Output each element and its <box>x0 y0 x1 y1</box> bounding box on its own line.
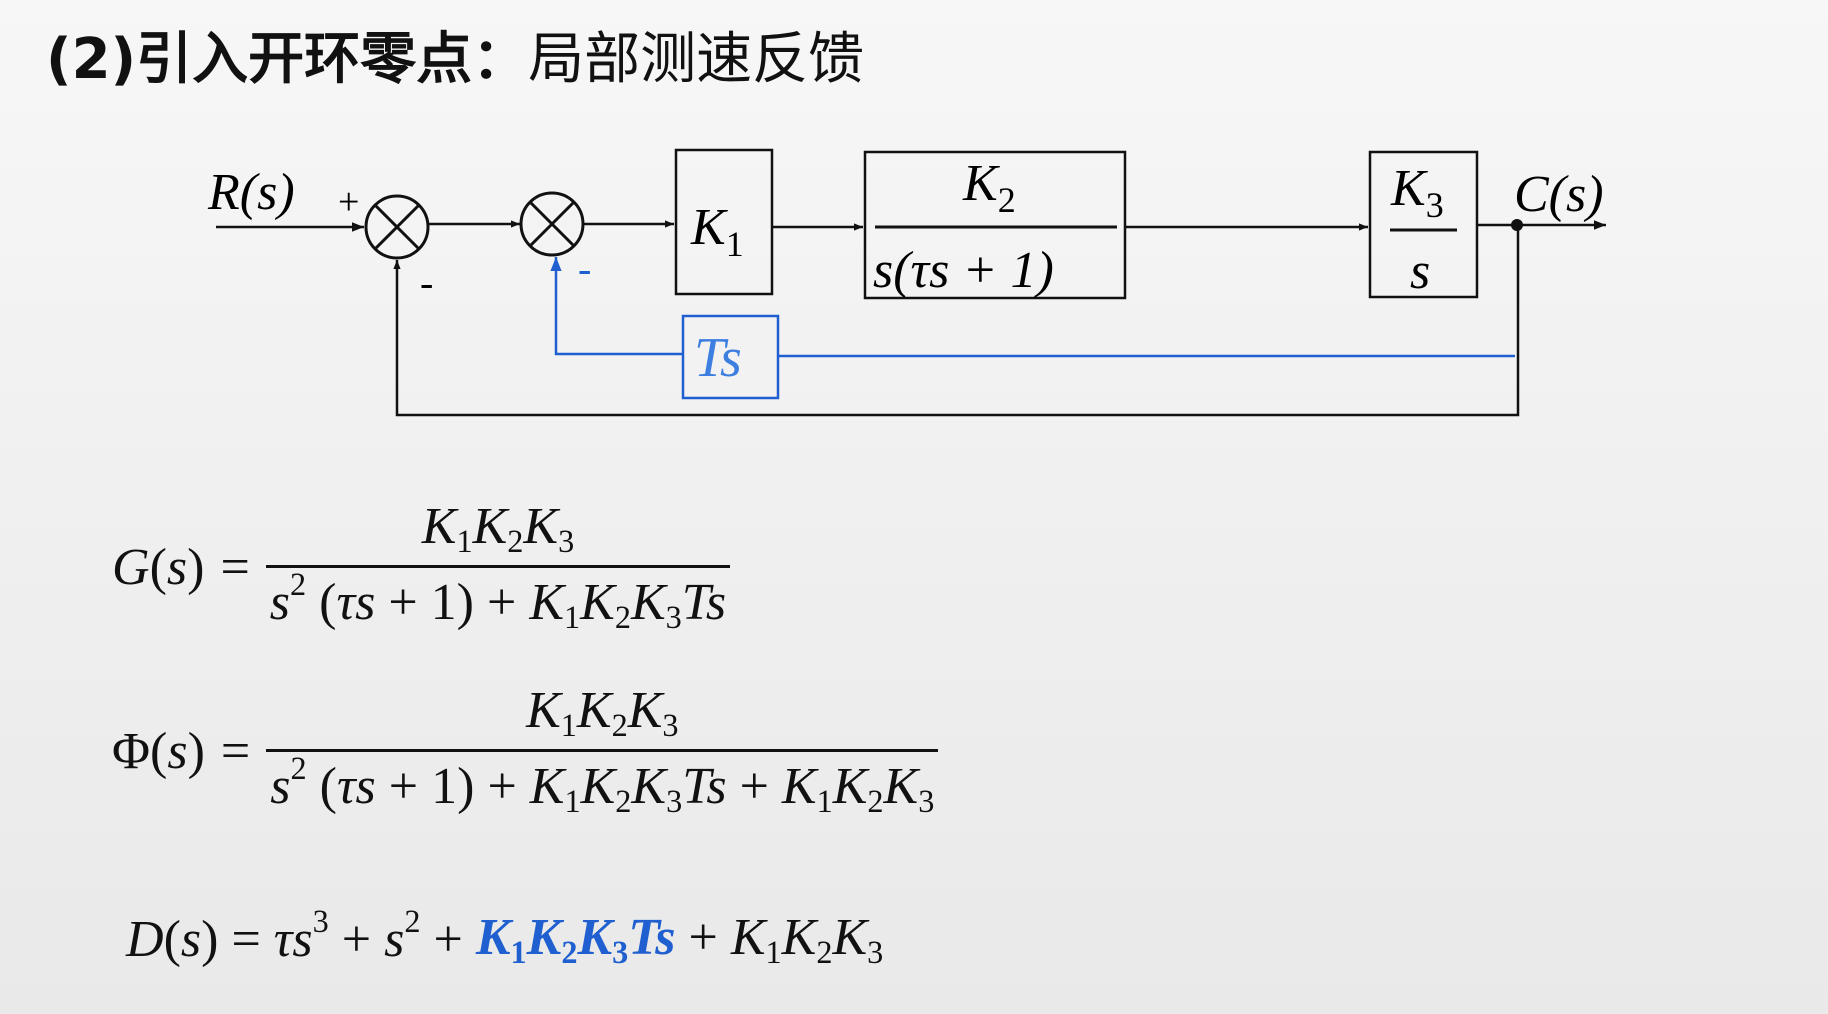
inner-junction-cross-b <box>528 200 576 248</box>
slide-title: (2)引入开环零点：局部测速反馈 <box>46 20 864 100</box>
closed-loop-transfer-function: Φ(s) = K1K2K3 s2 (τs + 1) + K1K2K3Ts + K1… <box>112 682 939 819</box>
g-numerator: K1K2K3 <box>421 498 575 560</box>
outer-feedback-path <box>393 225 1520 417</box>
phi-denominator: s2 (τs + 1) + K1K2K3Ts + K1K2K3 <box>266 748 939 819</box>
title-bold-part: (2)引入开环零点： <box>46 27 529 92</box>
ts-feedback-block <box>681 314 780 400</box>
g-lhs: G(s) <box>112 538 205 596</box>
k3-denominator: s <box>1410 243 1430 300</box>
k1-block <box>674 148 774 296</box>
ts-label: Ts <box>694 327 742 389</box>
g-denominator: s2 (τs + 1) + K1K2K3Ts <box>265 564 731 635</box>
plus-sign: + <box>338 181 359 223</box>
input-label: R(s) <box>207 164 295 221</box>
g-equals: = <box>220 538 250 596</box>
g-fraction: K1K2K3 s2 (τs + 1) + K1K2K3Ts <box>265 498 731 635</box>
k3-numerator: K3 <box>1390 160 1444 225</box>
d-lhs: D(s) = τs3 + s2 + <box>126 902 463 968</box>
d-highlight-term: K1K2K3Ts <box>475 909 676 971</box>
phi-equals: = <box>220 722 251 780</box>
block-diagram: R(s) C(s) + - - K1 K2 s(τs + 1) K3 s Ts <box>207 148 1606 417</box>
outer-junction-cross-b <box>373 203 421 251</box>
k2-block <box>863 150 1127 300</box>
output-label: C(s) <box>1514 166 1604 223</box>
k2-denominator: s(τs + 1) <box>873 242 1054 299</box>
inner-minus-sign: - <box>578 246 591 291</box>
k1-label: K1 <box>690 199 744 264</box>
open-loop-transfer-function: G(s) = K1K2K3 s2 (τs + 1) + K1K2K3Ts <box>112 498 731 635</box>
title-normal-part: 局部测速反馈 <box>528 27 865 92</box>
phi-fraction: K1K2K3 s2 (τs + 1) + K1K2K3Ts + K1K2K3 <box>266 682 939 819</box>
d-rhs-tail: + K1K2K3 <box>688 909 884 971</box>
phi-numerator: K1K2K3 <box>526 682 679 744</box>
outer-summing-junction <box>364 194 430 260</box>
outer-minus-sign: - <box>420 260 433 305</box>
k2-numerator: K2 <box>962 155 1016 220</box>
characteristic-polynomial: D(s) = τs3 + s2 + K1K2K3Ts + K1K2K3 <box>126 902 884 971</box>
k1-label-text: K1 <box>690 199 744 264</box>
inner-feedback-path-left <box>550 257 683 356</box>
phi-lhs: Φ(s) <box>112 722 205 780</box>
